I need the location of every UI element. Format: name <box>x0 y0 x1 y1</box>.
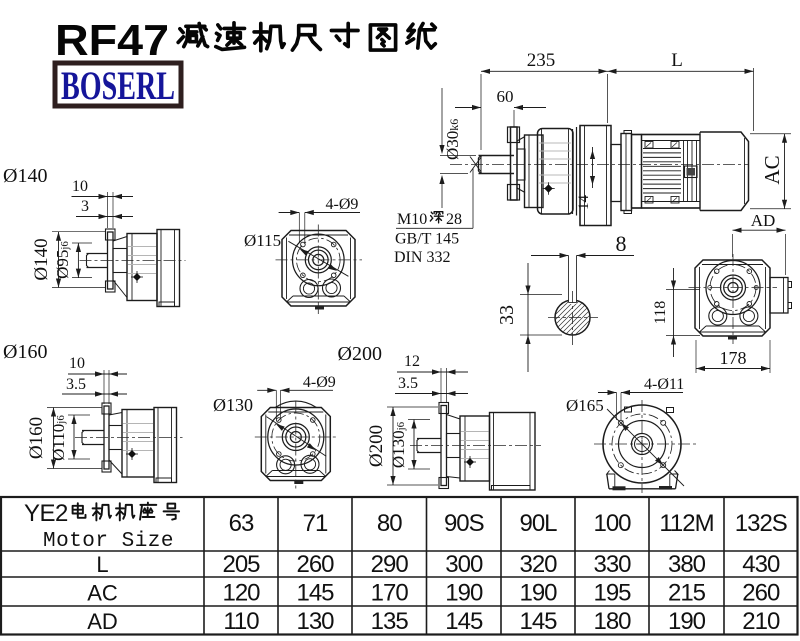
svg-text:290: 290 <box>371 551 409 578</box>
svg-text:60: 60 <box>497 87 514 106</box>
svg-text:33: 33 <box>496 305 518 325</box>
svg-text:Ø140: Ø140 <box>31 238 52 280</box>
svg-text:210: 210 <box>742 608 780 635</box>
svg-text:Ø140: Ø140 <box>3 165 47 187</box>
svg-text:330: 330 <box>593 551 631 578</box>
svg-text:L: L <box>671 50 683 71</box>
svg-text:AC: AC <box>760 155 784 184</box>
svg-text:320: 320 <box>519 551 557 578</box>
svg-text:Ø160: Ø160 <box>26 417 47 459</box>
svg-text:Ø95j6: Ø95j6 <box>53 241 72 279</box>
svg-text:4-Ø9: 4-Ø9 <box>326 196 359 213</box>
svg-text:90S: 90S <box>444 510 484 537</box>
svg-text:260: 260 <box>296 551 334 578</box>
svg-text:Ø130j6: Ø130j6 <box>389 421 408 468</box>
svg-text:63: 63 <box>229 510 254 537</box>
svg-text:430: 430 <box>742 551 780 578</box>
svg-text:300: 300 <box>445 551 483 578</box>
svg-text:118: 118 <box>652 301 669 324</box>
svg-text:145: 145 <box>519 608 557 635</box>
svg-text:190: 190 <box>519 580 557 607</box>
svg-text:L: L <box>96 552 108 577</box>
svg-text:Ø115: Ø115 <box>244 231 281 250</box>
svg-text:71: 71 <box>303 510 328 537</box>
svg-text:260: 260 <box>742 580 780 607</box>
svg-text:195: 195 <box>593 580 631 607</box>
svg-text:Ø165: Ø165 <box>566 396 604 415</box>
svg-text:205: 205 <box>222 551 260 578</box>
svg-text:4-Ø11: 4-Ø11 <box>644 376 684 393</box>
svg-text:145: 145 <box>296 580 334 607</box>
svg-text:180: 180 <box>593 608 631 635</box>
svg-text:145: 145 <box>445 608 483 635</box>
svg-text:10: 10 <box>69 355 85 372</box>
svg-text:190: 190 <box>445 580 483 607</box>
svg-text:Ø30k6: Ø30k6 <box>443 119 462 160</box>
svg-text:Ø130: Ø130 <box>213 395 253 415</box>
svg-text:3.5: 3.5 <box>66 376 86 393</box>
svg-text:Ø110j6: Ø110j6 <box>49 415 68 461</box>
svg-text:AD: AD <box>751 211 776 230</box>
svg-text:YE2: YE2 <box>24 500 68 527</box>
svg-text:235: 235 <box>527 50 556 71</box>
svg-text:DIN 332: DIN 332 <box>394 249 450 266</box>
svg-text:AC: AC <box>87 581 118 606</box>
svg-text:380: 380 <box>668 551 706 578</box>
svg-text:Ø160: Ø160 <box>3 341 47 363</box>
svg-text:170: 170 <box>371 580 409 607</box>
svg-text:110: 110 <box>223 608 259 635</box>
svg-text:132S: 132S <box>735 510 787 537</box>
svg-text:10: 10 <box>72 178 88 195</box>
svg-text:GB/T 145: GB/T 145 <box>395 231 459 248</box>
svg-text:Ø200: Ø200 <box>366 425 387 467</box>
svg-text:100: 100 <box>593 510 631 537</box>
svg-text:3.5: 3.5 <box>398 375 418 392</box>
svg-text:4-Ø9: 4-Ø9 <box>303 374 336 391</box>
svg-text:28: 28 <box>446 211 462 228</box>
svg-text:12: 12 <box>404 353 420 370</box>
svg-text:AD: AD <box>87 609 118 634</box>
svg-text:90L: 90L <box>519 510 557 537</box>
svg-text:215: 215 <box>668 580 706 607</box>
svg-text:130: 130 <box>296 608 334 635</box>
svg-text:112M: 112M <box>659 510 713 537</box>
svg-text:135: 135 <box>371 608 409 635</box>
svg-text:190: 190 <box>668 608 706 635</box>
svg-text:120: 120 <box>222 580 260 607</box>
svg-text:3: 3 <box>81 198 89 215</box>
svg-text:14: 14 <box>576 195 592 211</box>
svg-text:178: 178 <box>720 348 747 368</box>
svg-text:BOSERL: BOSERL <box>61 63 175 108</box>
svg-text:Ø200: Ø200 <box>338 343 382 365</box>
svg-text:Motor Size: Motor Size <box>43 530 174 553</box>
svg-text:80: 80 <box>377 510 402 537</box>
svg-text:8: 8 <box>616 231 627 256</box>
svg-text:M10: M10 <box>397 211 427 228</box>
svg-text:RF47: RF47 <box>55 16 169 65</box>
